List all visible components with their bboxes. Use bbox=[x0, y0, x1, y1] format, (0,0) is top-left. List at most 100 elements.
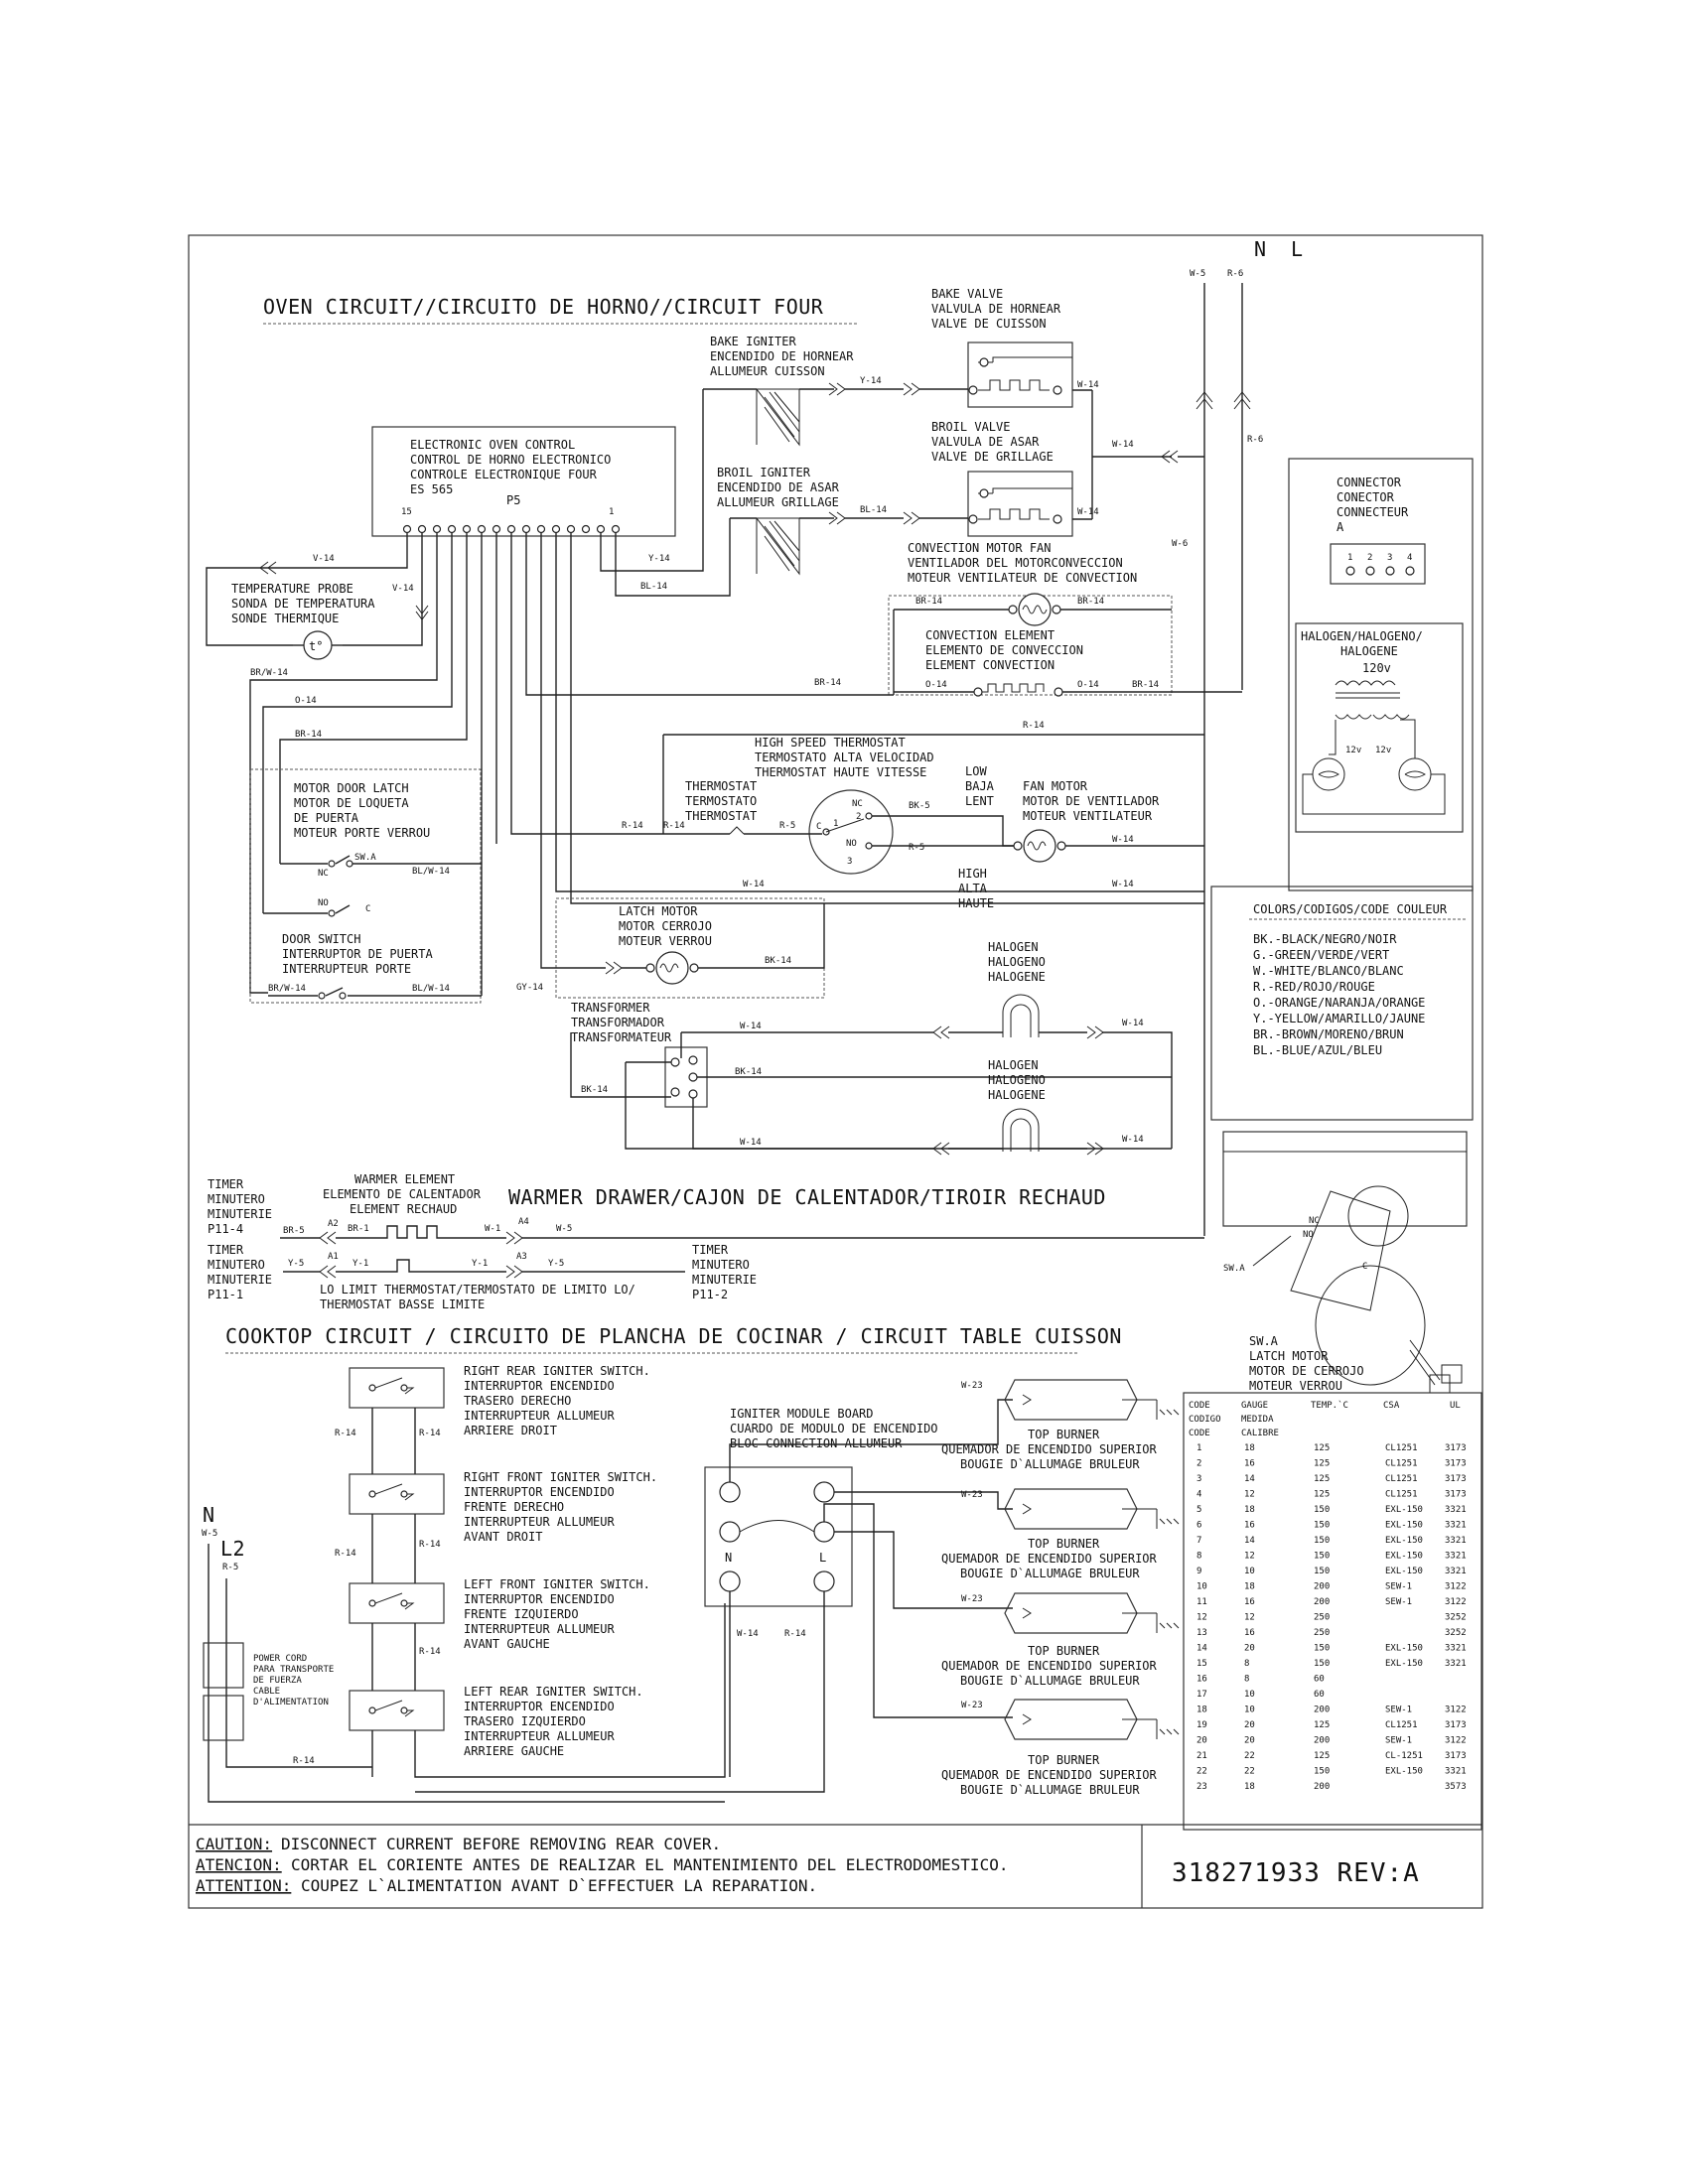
legend-item: BL.-BLUE/AZUL/BLEU bbox=[1253, 1043, 1382, 1057]
table-cell: 16 bbox=[1244, 1628, 1255, 1638]
connector-label: CONNECTEUR bbox=[1336, 505, 1409, 519]
broil-valve: BROIL VALVE VALVULA DE ASAR VALVE DE GRI… bbox=[931, 389, 1204, 537]
table-cell: 21 bbox=[1196, 1751, 1207, 1761]
wire-label: BR/W-14 bbox=[250, 668, 288, 678]
wire-label: W-14 bbox=[1122, 1135, 1144, 1145]
table-cell: 22 bbox=[1244, 1751, 1255, 1761]
warmer-element-label: WARMER ELEMENT bbox=[354, 1172, 455, 1186]
latch-motor-label: MOTEUR VERROU bbox=[619, 934, 712, 948]
door-latch-label: MOTEUR PORTE VERROU bbox=[294, 826, 430, 840]
halogen-lamp-lower: HALOGEN HALOGENO HALOGENE W-14 W-14 bbox=[692, 1058, 1144, 1156]
burner-label: QUEMADOR DE ENCENDIDO SUPERIOR bbox=[941, 1442, 1158, 1456]
wire-gauge-table: CODE GAUGE TEMP.`C CSA UL CODIGO MEDIDA … bbox=[1183, 1392, 1482, 1831]
voltage-label: 12v bbox=[1345, 746, 1361, 755]
temperature-probe: TEMPERATURE PROBE SONDA DE TEMPERATURA S… bbox=[231, 582, 375, 660]
line-label: L bbox=[1291, 237, 1304, 261]
power-cord-label: PARA TRANSPORTE bbox=[253, 1665, 334, 1675]
halogen-label: HALOGEN bbox=[988, 1058, 1039, 1072]
switch-label: AVANT DROIT bbox=[464, 1530, 542, 1544]
high-speed-thermostat: R-14 HIGH SPEED THERMOSTAT TERMOSTATO AL… bbox=[510, 533, 1204, 875]
nc-label: NC bbox=[1309, 1216, 1320, 1226]
no-label: NO bbox=[1303, 1230, 1314, 1240]
control-label: ES 565 bbox=[410, 482, 453, 496]
switch-label: ARRIERE GAUCHE bbox=[464, 1744, 564, 1758]
switch-label: TRASERO DERECHO bbox=[464, 1394, 571, 1408]
burner-label: TOP BURNER bbox=[1028, 1644, 1100, 1658]
wire-label: BR/W-14 bbox=[268, 984, 306, 994]
low-label: LENT bbox=[965, 794, 994, 808]
nc-label: NC bbox=[318, 869, 329, 879]
wire-label: BL/W-14 bbox=[412, 867, 450, 877]
latch-motor-detail: NC NO C SW.A SW.A LATCH MOTOR MOTOR DE C… bbox=[1222, 1131, 1468, 1394]
wire-label: W-23 bbox=[961, 1490, 983, 1500]
table-cell: 3122 bbox=[1445, 1582, 1467, 1592]
table-cell: 3321 bbox=[1445, 1659, 1467, 1669]
table-cell: 200 bbox=[1314, 1736, 1330, 1746]
bake-igniter-label: ALLUMEUR CUISSON bbox=[710, 364, 825, 378]
table-header: MEDIDA bbox=[1241, 1415, 1274, 1425]
table-cell: 3173 bbox=[1445, 1751, 1467, 1761]
control-label: CONTROLE ELECTRONIQUE FOUR bbox=[410, 468, 598, 481]
legend-title: COLORS/CODIGOS/CODE COULEUR bbox=[1253, 902, 1448, 916]
caution-text: DISCONNECT CURRENT BEFORE REMOVING REAR … bbox=[281, 1835, 721, 1853]
switch-label: ARRIERE DROIT bbox=[464, 1424, 557, 1437]
table-cell: 7 bbox=[1196, 1536, 1201, 1546]
table-cell: EXL-150 bbox=[1385, 1552, 1423, 1562]
bake-igniter-label: ENCENDIDO DE HORNEAR bbox=[710, 349, 854, 363]
legend-item: O.-ORANGE/NARANJA/ORANGE bbox=[1253, 996, 1425, 1010]
cooktop-circuit: COOKTOP CIRCUIT / CIRCUITO DE PLANCHA DE… bbox=[202, 1324, 1180, 1803]
power-cord-label: DE FUERZA bbox=[253, 1676, 302, 1686]
wire-label: R-14 bbox=[335, 1549, 356, 1559]
table-header: CALIBRE bbox=[1241, 1429, 1279, 1438]
burner-label: BOUGIE D`ALLUMAGE BRULEUR bbox=[960, 1783, 1140, 1797]
table-cell: 3173 bbox=[1445, 1443, 1467, 1453]
table-cell: 125 bbox=[1314, 1490, 1330, 1500]
latch-detail-label: MOTOR DE CERROJO bbox=[1249, 1364, 1364, 1378]
table-cell: CL1251 bbox=[1385, 1443, 1418, 1453]
table-cell: 18 bbox=[1244, 1782, 1255, 1792]
top-burner: W-23 TOP BURNER QUEMADOR DE ENCENDIDO SU… bbox=[941, 1488, 1180, 1580]
wire-label: W-5 bbox=[1190, 269, 1205, 279]
switch-label: INTERRUPTEUR ALLUMEUR bbox=[464, 1622, 615, 1636]
wire-label: BR-5 bbox=[283, 1226, 305, 1236]
table-cell: 3252 bbox=[1445, 1613, 1467, 1623]
table-cell: 60 bbox=[1314, 1675, 1325, 1685]
table-cell: 125 bbox=[1314, 1751, 1330, 1761]
wire-label: R-14 bbox=[419, 1540, 441, 1550]
broil-igniter-label: BROIL IGNITER bbox=[717, 466, 811, 479]
broil-valve-label: VALVE DE GRILLAGE bbox=[931, 450, 1054, 464]
table-cell: 10 bbox=[1244, 1690, 1255, 1700]
wire-label: BK-5 bbox=[909, 801, 930, 811]
legend-item: G.-GREEN/VERDE/VERT bbox=[1253, 948, 1389, 962]
switch-label: RIGHT FRONT IGNITER SWITCH. bbox=[464, 1470, 657, 1484]
legend-item: R.-RED/ROJO/ROUGE bbox=[1253, 980, 1375, 994]
door-latch-motor: MOTOR DOOR LATCH MOTOR DE LOQUETA DE PUE… bbox=[249, 768, 482, 1004]
switch-label: TRASERO IZQUIERDO bbox=[464, 1714, 586, 1728]
connector-pin: 1 bbox=[1347, 553, 1352, 563]
timer-label: MINUTERO bbox=[208, 1258, 265, 1272]
timer-label: P11-4 bbox=[208, 1222, 243, 1236]
latch-detail-label: SW.A bbox=[1249, 1334, 1279, 1348]
module-l-label: L bbox=[819, 1551, 826, 1565]
transformer-label: TRANSFORMADOR bbox=[571, 1016, 665, 1029]
wire-label: W-14 bbox=[737, 1629, 759, 1639]
switch-label: RIGHT REAR IGNITER SWITCH. bbox=[464, 1364, 650, 1378]
legend-item: BK.-BLACK/NEGRO/NOIR bbox=[1253, 932, 1397, 946]
timer-label: TIMER bbox=[208, 1243, 244, 1257]
switch-label: INTERRUPTEUR ALLUMEUR bbox=[464, 1729, 615, 1743]
table-cell: 3321 bbox=[1445, 1567, 1467, 1576]
table-cell: 18 bbox=[1244, 1582, 1255, 1592]
timer-label: MINUTERIE bbox=[208, 1273, 272, 1287]
wire-label: R-6 bbox=[1247, 435, 1263, 445]
broil-igniter: BROIL IGNITER ENCENDIDO DE ASAR ALLUMEUR… bbox=[717, 466, 968, 576]
thermo-label: TERMOSTATO bbox=[685, 794, 757, 808]
halogen-label: HALOGENE bbox=[988, 1088, 1046, 1102]
bake-valve-label: VALVULA DE HORNEAR bbox=[931, 302, 1061, 316]
legend-item: Y.-YELLOW/AMARILLO/JAUNE bbox=[1253, 1012, 1425, 1025]
halogen-label: HALOGENO bbox=[988, 1073, 1046, 1087]
wire-label: W-14 bbox=[740, 1022, 762, 1031]
table-cell: CL-1251 bbox=[1385, 1751, 1423, 1761]
table-cell: EXL-150 bbox=[1385, 1567, 1423, 1576]
burner-label: BOUGIE D`ALLUMAGE BRULEUR bbox=[960, 1457, 1140, 1471]
control-wiring: Y-14 BL-14 V-14 V-14 bbox=[206, 389, 731, 646]
